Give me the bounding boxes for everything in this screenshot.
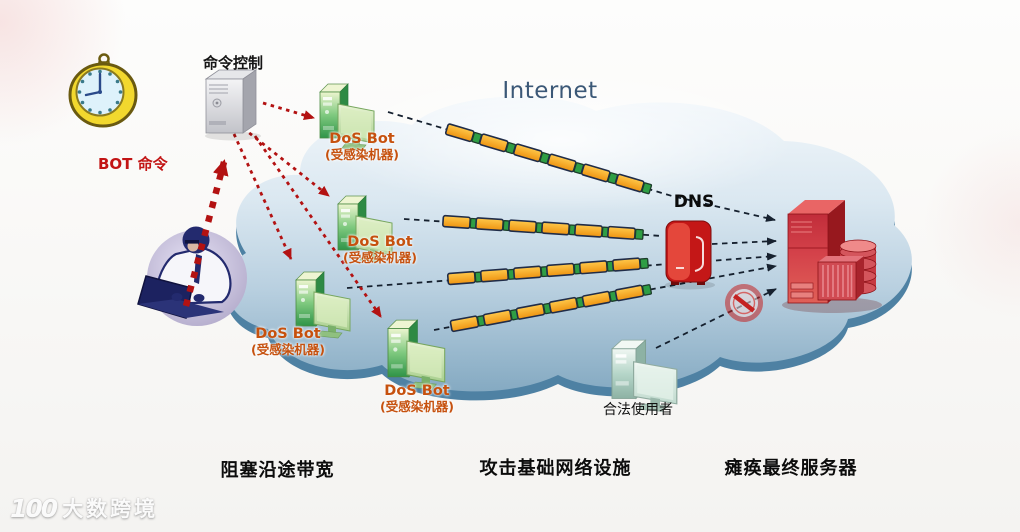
dos-bot-name: DoS Bot xyxy=(329,131,395,147)
dos-bot-label-2: DoS Bot (受感染机器) xyxy=(310,234,450,265)
command-server-icon xyxy=(204,69,261,141)
dos-bot-sub: (受感染机器) xyxy=(343,249,417,265)
dos-bot-label-1: DoS Bot (受感染机器) xyxy=(292,131,432,162)
dos-bot-label-3: DoS Bot (受感染机器) xyxy=(218,326,358,357)
dos-bot-name: DoS Bot xyxy=(384,383,450,399)
bot-command-label: BOT 命令 xyxy=(98,155,168,173)
target-server-icon xyxy=(782,200,882,313)
internet-cloud xyxy=(225,68,912,401)
dns-label: DNS xyxy=(673,192,715,212)
dos-bot-sub: (受感染机器) xyxy=(325,146,399,162)
dos-bot-name: DoS Bot xyxy=(255,326,321,342)
command-control-label: 命令控制 xyxy=(202,54,263,72)
legit-user-label: 合法使用者 xyxy=(603,402,673,418)
caption-attack-infrastructure: 攻击基础网络设施 xyxy=(479,458,632,479)
caption-paralyze-server: 瘫痪最终服务器 xyxy=(724,458,858,479)
hacker-icon xyxy=(137,226,247,326)
caption-block-bandwidth: 阻塞沿途带宽 xyxy=(220,460,335,481)
dos-bot-sub: (受感染机器) xyxy=(251,341,325,357)
dos-bot-label-4: DoS Bot (受感染机器) xyxy=(347,383,487,414)
no-entry-icon xyxy=(725,284,763,322)
dos-bot-sub: (受感染机器) xyxy=(380,398,454,414)
dos-bot-name: DoS Bot xyxy=(347,234,413,250)
watermark-logo: 100 xyxy=(10,493,58,523)
watermark-text: 大数跨境 xyxy=(62,497,159,521)
storage-panel-icon xyxy=(817,256,864,301)
bot-command-arrows xyxy=(182,101,383,318)
stopwatch-icon xyxy=(68,53,138,128)
internet-label: Internet xyxy=(502,78,598,104)
dns-server-icon xyxy=(665,220,715,290)
watermark: 100 大数跨境 xyxy=(10,493,158,523)
